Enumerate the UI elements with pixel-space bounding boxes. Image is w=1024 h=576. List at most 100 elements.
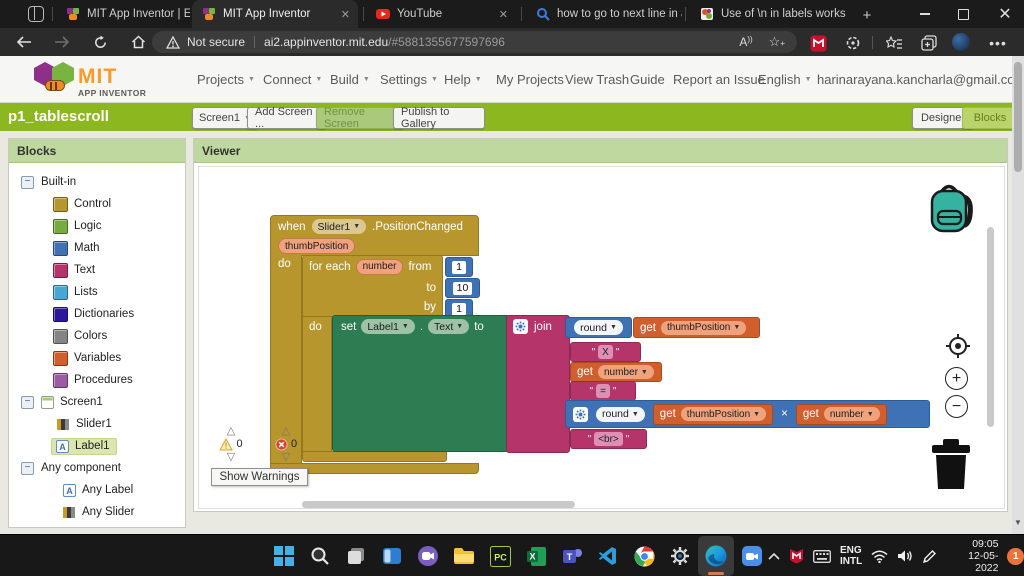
text-string-x-block[interactable]: "X" xyxy=(570,342,641,362)
browser-tab-3[interactable]: YouTube ✕ xyxy=(366,0,516,28)
backpack-icon[interactable] xyxy=(924,181,980,237)
settings-gear-icon[interactable] xyxy=(662,536,698,576)
add-screen-button[interactable]: Add Screen ... xyxy=(247,106,327,130)
collapse-icon[interactable]: − xyxy=(21,395,34,409)
tab-close-icon[interactable]: ✕ xyxy=(498,8,508,21)
edge-browser-icon-active[interactable] xyxy=(698,536,734,576)
link-report-issue[interactable]: Report an Issue xyxy=(673,72,765,87)
round-dropdown[interactable]: round▼ xyxy=(596,406,645,422)
tree-item-builtin[interactable]: −Built-in xyxy=(21,171,185,193)
palette-category-colors[interactable]: Colors xyxy=(21,325,185,347)
show-warnings-button[interactable]: Show Warnings xyxy=(211,468,308,486)
add-favorite-icon[interactable]: ☆+ xyxy=(768,34,785,49)
browser-tab-5[interactable]: Use of \n in labels works o ✕ xyxy=(690,0,848,28)
for-each-do-column[interactable]: do xyxy=(302,317,332,457)
error-down-icon[interactable]: ▽ xyxy=(281,451,291,463)
for-each-block-bottom[interactable] xyxy=(302,451,447,462)
browser-tab-1[interactable]: MIT App Inventor | Explor ✕ xyxy=(56,0,190,28)
loop-var-chip[interactable]: number xyxy=(355,258,404,275)
warning-up-icon[interactable]: △ xyxy=(226,425,236,437)
link-view-trash[interactable]: View Trash xyxy=(565,72,630,87)
get-var-dropdown[interactable]: number▼ xyxy=(598,365,654,379)
tab-actions-icon[interactable] xyxy=(28,6,44,22)
menu-settings[interactable]: Settings▼ xyxy=(380,72,438,87)
tree-item-screen1[interactable]: −Screen1 xyxy=(21,391,185,413)
new-tab-button[interactable]: + xyxy=(862,6,872,24)
file-explorer-pane-app-icon[interactable] xyxy=(374,536,410,576)
webadvisor-extension-icon[interactable] xyxy=(808,33,828,53)
mutator-gear-icon[interactable] xyxy=(573,406,588,422)
chat-app-icon[interactable] xyxy=(410,536,446,576)
pycharm-icon[interactable]: PC xyxy=(482,536,518,576)
tree-item-any-slider[interactable]: Any Slider xyxy=(21,501,185,523)
when-block-do-column[interactable]: do xyxy=(270,255,302,469)
search-icon[interactable] xyxy=(302,536,338,576)
browser-tab-2-active[interactable]: MIT App Inventor ✕ xyxy=(192,0,358,28)
touch-keyboard-icon[interactable] xyxy=(813,536,831,576)
warning-down-icon[interactable]: ▽ xyxy=(226,451,236,463)
window-close-button[interactable]: ✕ xyxy=(998,6,1012,23)
link-guide[interactable]: Guide xyxy=(630,72,665,87)
page-scrollbar-thumb[interactable] xyxy=(1014,62,1022,172)
teams-icon[interactable]: T xyxy=(554,536,590,576)
get-var-dropdown[interactable]: number▼ xyxy=(823,407,880,421)
browser-menu-icon[interactable]: ••• xyxy=(989,35,1007,51)
publish-to-gallery-button[interactable]: Publish to Gallery xyxy=(393,106,485,130)
language-selector[interactable]: English▼ xyxy=(758,72,812,87)
refresh-icon[interactable] xyxy=(90,32,110,52)
palette-category-math[interactable]: Math xyxy=(21,237,185,259)
mcafee-tray-icon[interactable] xyxy=(789,536,804,576)
number-block-from[interactable]: 1 xyxy=(445,257,473,277)
set-label-text-block[interactable]: set Label1▼ . Text▼ to xyxy=(332,315,510,452)
text-string-equals-block[interactable]: "=" xyxy=(570,381,636,401)
text-string-br-block[interactable]: "<br>" xyxy=(570,429,647,449)
wifi-icon[interactable] xyxy=(871,536,888,576)
home-icon[interactable] xyxy=(128,32,148,52)
string-value[interactable]: = xyxy=(596,384,610,398)
blocks-canvas[interactable]: when Slider1▼ .PositionChanged thumbPosi… xyxy=(198,166,1005,509)
menu-connect[interactable]: Connect▼ xyxy=(263,72,323,87)
excel-icon[interactable]: X xyxy=(518,536,554,576)
tray-expand-icon[interactable] xyxy=(768,536,780,576)
menu-build[interactable]: Build▼ xyxy=(330,72,370,87)
string-value[interactable]: <br> xyxy=(594,432,623,446)
file-explorer-icon[interactable] xyxy=(446,536,482,576)
tab-close-icon[interactable]: ✕ xyxy=(340,8,350,21)
chrome-icon[interactable] xyxy=(626,536,662,576)
canvas-horizontal-scrollbar[interactable] xyxy=(302,501,575,508)
blocks-view-button-active[interactable]: Blocks xyxy=(962,107,1018,129)
menu-projects[interactable]: Projects▼ xyxy=(197,72,255,87)
menu-help[interactable]: Help▼ xyxy=(444,72,482,87)
collapse-icon[interactable]: − xyxy=(21,175,34,189)
set-property-dropdown[interactable]: Text▼ xyxy=(428,319,470,334)
video-camera-app-icon[interactable] xyxy=(734,536,770,576)
volume-icon[interactable] xyxy=(897,536,913,576)
get-var-dropdown[interactable]: thumbPosition▼ xyxy=(680,407,767,421)
vscode-icon[interactable] xyxy=(590,536,626,576)
scroll-down-arrow-icon[interactable]: ▼ xyxy=(1014,518,1022,527)
profile-avatar[interactable] xyxy=(952,33,970,51)
center-blocks-icon[interactable] xyxy=(945,333,971,359)
forward-icon[interactable] xyxy=(52,32,72,52)
favorites-bar-icon[interactable] xyxy=(884,33,904,53)
palette-category-logic[interactable]: Logic xyxy=(21,215,185,237)
read-aloud-icon[interactable]: A)) xyxy=(739,35,753,49)
palette-category-variables[interactable]: Variables xyxy=(21,347,185,369)
when-event-block[interactable]: when Slider1▼ .PositionChanged thumbPosi… xyxy=(270,215,479,256)
palette-category-dictionaries[interactable]: Dictionaries xyxy=(21,303,185,325)
notification-badge[interactable]: 1 xyxy=(1007,547,1024,565)
pen-icon[interactable] xyxy=(922,536,937,576)
browser-tab-4[interactable]: how to go to next line in a ✕ xyxy=(526,0,682,28)
error-up-icon[interactable]: △ xyxy=(281,425,291,437)
error-navigator[interactable]: △ 0 ▽ xyxy=(271,425,301,464)
warning-navigator[interactable]: △ ! 0 ▽ xyxy=(216,425,246,464)
palette-category-lists[interactable]: Lists xyxy=(21,281,185,303)
tree-item-any-component[interactable]: −Any component xyxy=(21,457,185,479)
